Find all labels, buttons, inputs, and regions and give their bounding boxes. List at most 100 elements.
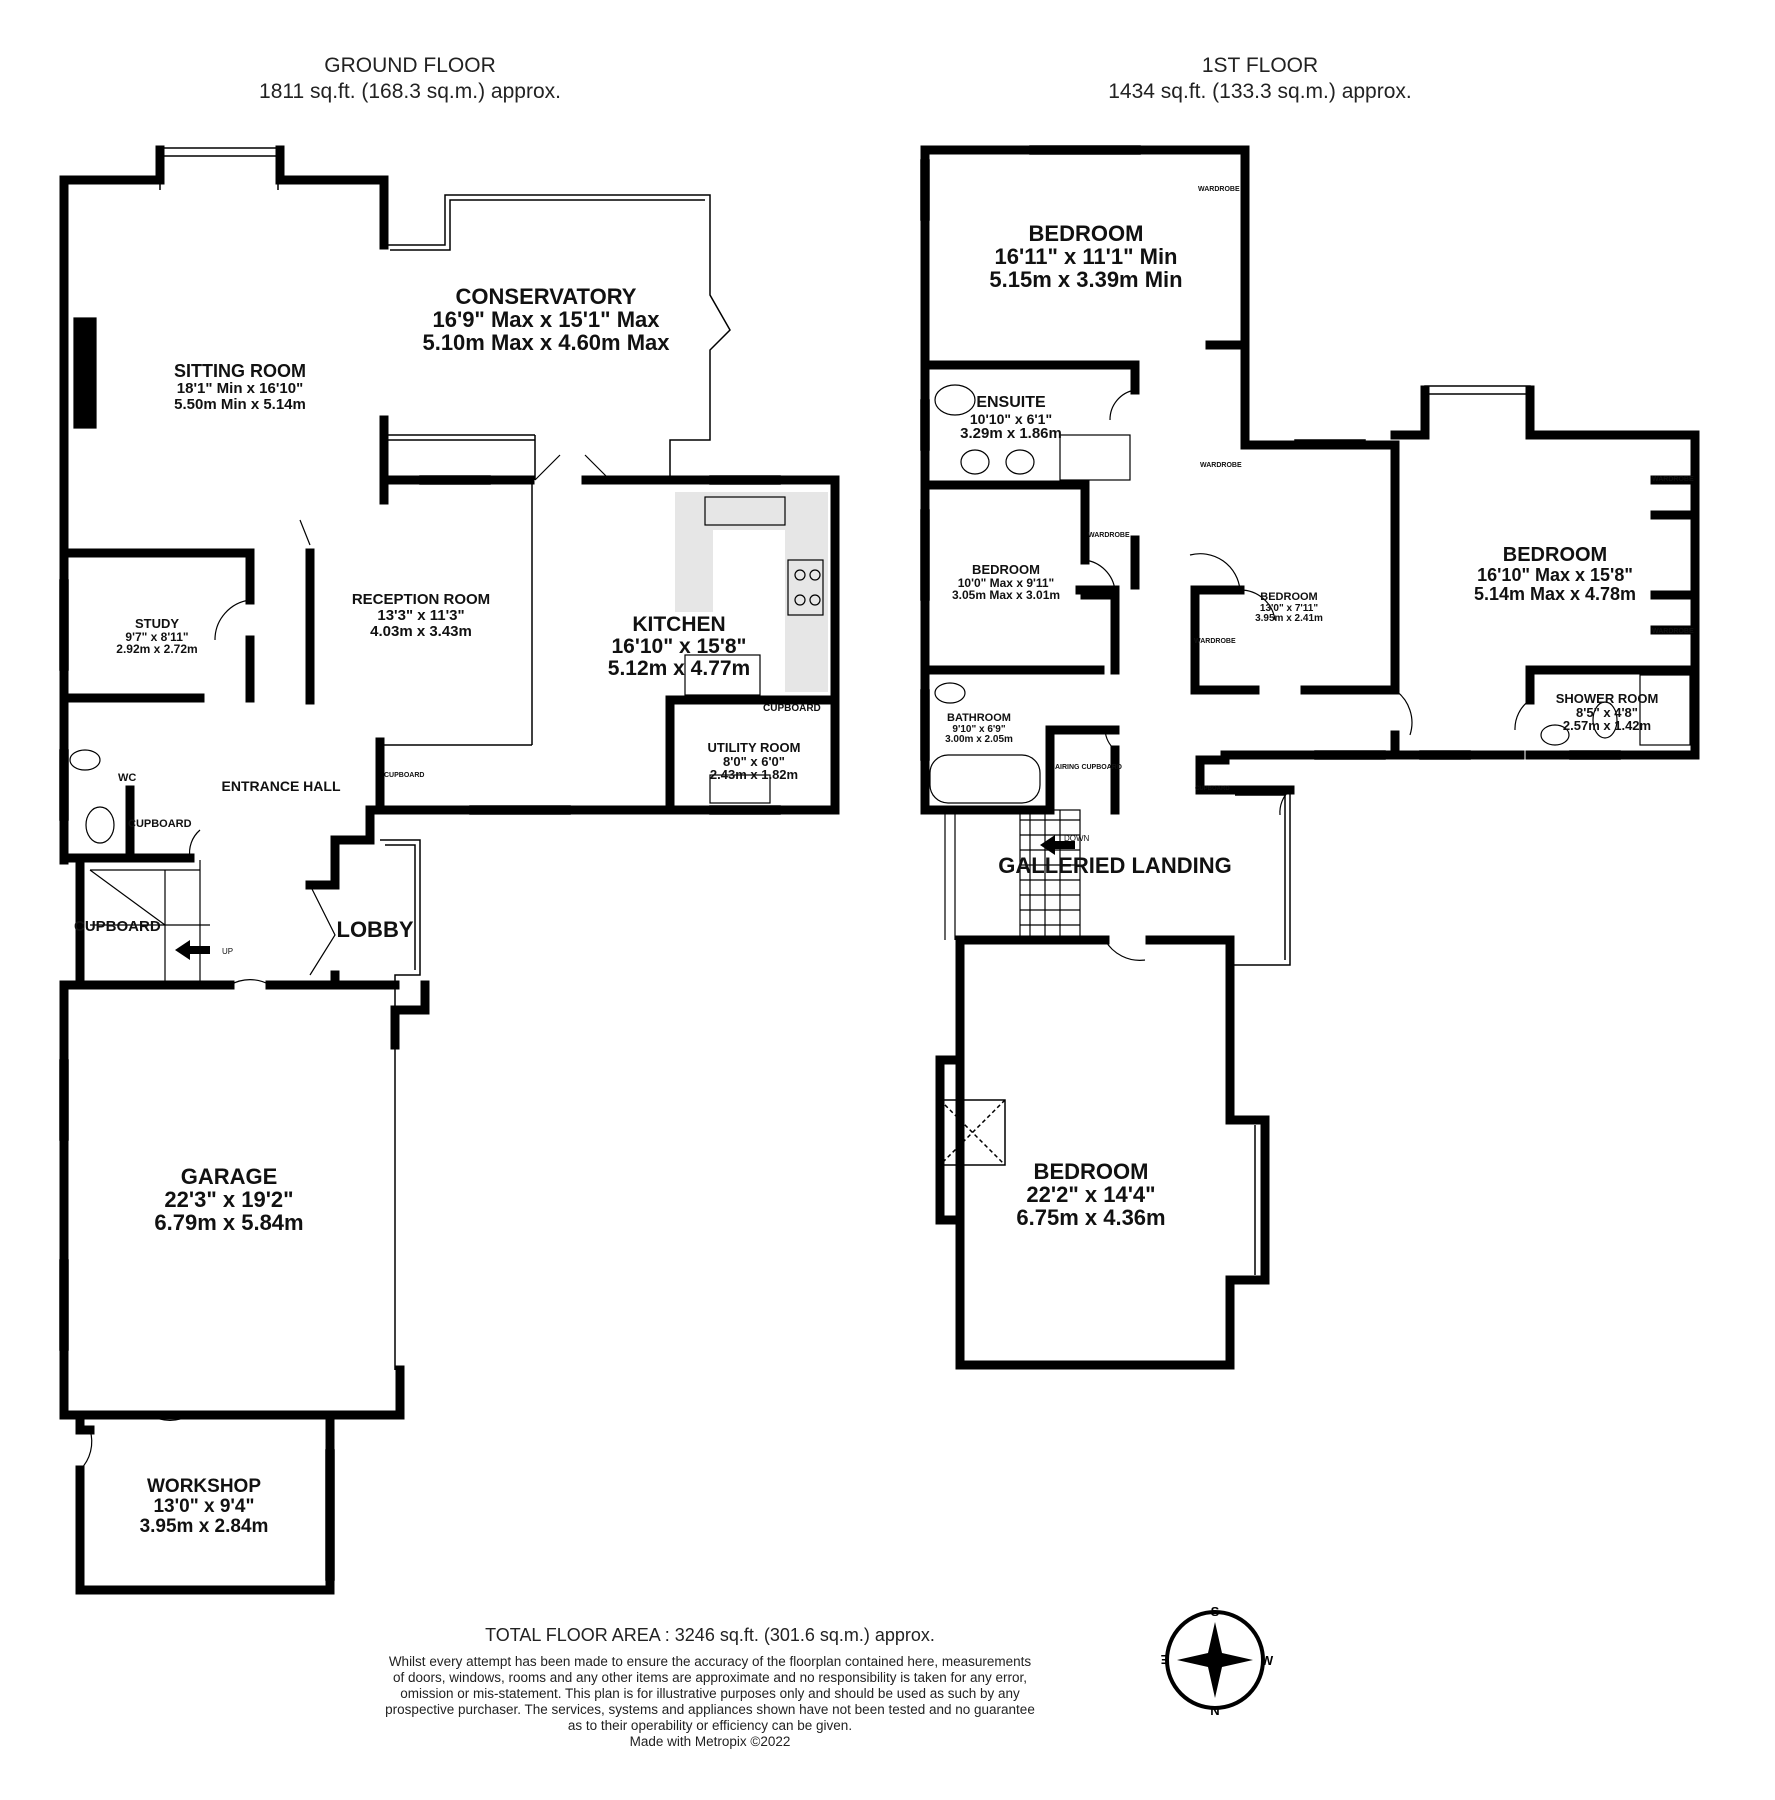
room-name: WORKSHOP — [147, 1476, 261, 1497]
first-floor-title: 1ST FLOOR — [1201, 54, 1319, 77]
room-garage: GARAGE 22'3" x 19'2" 6.79m x 5.84m — [154, 1165, 303, 1234]
room-imperial: 16'10" x 15'8" — [611, 635, 747, 659]
label-cupboard-utility: CUPBOARD — [763, 703, 821, 714]
label-entrance-hall: ENTRANCE HALL — [221, 778, 341, 794]
room-metric: 3.05m Max x 3.01m — [951, 588, 1061, 603]
room-kitchen: KITCHEN 16'10" x 15'8" 5.12m x 4.77m — [607, 613, 751, 681]
disclaimer-line: Whilst every attempt has been made to en… — [388, 1654, 1032, 1669]
label-wardrobe-6: WARDROBE — [1652, 628, 1694, 635]
room-metric: 2.57m x 1.42m — [1562, 718, 1652, 734]
room-metric: 5.14m Max x 4.78m — [1473, 583, 1637, 604]
label-cupboard-reception: CUPBOARD — [384, 772, 425, 779]
ground-floor-area: 1811 sq.ft. (168.3 sq.m.) approx. — [259, 80, 561, 103]
label-cupboard-landing: CUPBOARD — [1195, 786, 1230, 792]
room-name: BEDROOM — [972, 562, 1040, 577]
room-imperial: 13'3" x 11'3" — [377, 606, 465, 624]
room-imperial: 10'10" x 6'1" — [969, 410, 1053, 427]
room-name: STUDY — [134, 616, 180, 631]
room-imperial: 22'3" x 19'2" — [164, 1187, 294, 1213]
room-name: BEDROOM — [1260, 591, 1318, 603]
room-name: CONSERVATORY — [455, 284, 637, 309]
room-name: SITTING ROOM — [174, 361, 306, 381]
room-name: BEDROOM — [1033, 1159, 1149, 1184]
room-metric: 3.95m x 2.84m — [139, 1515, 269, 1537]
first-floor-area: 1434 sq.ft. (133.3 sq.m.) approx. — [1108, 80, 1412, 103]
label-down: DOWN — [1064, 834, 1090, 843]
credit: Made with Metropix ©2022 — [629, 1734, 791, 1749]
room-bathroom: BATHROOM 9'10" x 6'9" 3.00m x 2.05m — [945, 712, 1013, 746]
room-bedroom-2: BEDROOM 10'0" Max x 9'11" 3.05m Max x 3.… — [952, 563, 1060, 602]
room-bedroom-4: BEDROOM 16'10" Max x 15'8" 5.14m Max x 4… — [1474, 545, 1636, 604]
label-cupboard-wc: CUPBOARD — [128, 818, 192, 830]
room-name: BATHROOM — [947, 712, 1011, 724]
room-metric: 6.79m x 5.84m — [154, 1210, 304, 1236]
room-imperial: 9'7" x 8'11" — [125, 629, 189, 644]
first-floor-header: 1ST FLOOR 1434 sq.ft. (133.3 sq.m.) appr… — [1080, 53, 1440, 105]
room-metric: 5.50m Min x 5.14m — [174, 395, 306, 413]
label-wardrobe-5: WARDROBE — [1652, 476, 1694, 483]
room-bedroom-3: BEDROOM 13'0" x 7'11" 3.95m x 2.41m — [1255, 591, 1323, 625]
compass-w: W — [1261, 1653, 1274, 1668]
room-imperial: 16'11" x 11'1" Min — [994, 244, 1178, 270]
label-wardrobe-4: WARDROBE — [1194, 638, 1236, 645]
room-imperial: 16'10" Max x 15'8" — [1477, 565, 1633, 585]
room-name: SHOWER ROOM — [1555, 691, 1659, 706]
room-study: STUDY 9'7" x 8'11" 2.92m x 2.72m — [116, 617, 197, 656]
label-wardrobe-2: WARDROBE — [1200, 462, 1242, 469]
label-up: UP — [222, 947, 234, 956]
room-name: BEDROOM — [1502, 544, 1608, 566]
ground-floor-title: GROUND FLOOR — [324, 54, 496, 77]
label-wardrobe-3: WARDROBE — [1088, 532, 1130, 539]
room-imperial: 13'0" x 7'11" — [1259, 602, 1319, 614]
compass-n: N — [1210, 1703, 1219, 1718]
room-imperial: 16'9" Max x 15'1" Max — [432, 307, 660, 333]
label-wardrobe-1: WARDROBE — [1198, 186, 1240, 193]
room-metric: 3.29m x 1.86m — [960, 425, 1062, 443]
room-imperial: 18'1" Min x 16'10" — [176, 379, 304, 397]
disclaimer-line: prospective purchaser. The services, sys… — [385, 1702, 1035, 1717]
total-floor-area: TOTAL FLOOR AREA : 3246 sq.ft. (301.6 sq… — [485, 1625, 935, 1645]
room-metric: 2.43m x 1.82m — [709, 767, 799, 783]
room-ensuite: ENSUITE 10'10" x 6'1" 3.29m x 1.86m — [960, 394, 1062, 443]
label-galleried-landing: GALLERIED LANDING — [998, 853, 1232, 878]
room-metric: 4.03m x 3.43m — [370, 622, 472, 640]
kitchen-units — [675, 492, 828, 692]
room-reception: RECEPTION ROOM 13'3" x 11'3" 4.03m x 3.4… — [352, 592, 490, 639]
room-imperial: 13'0" x 9'4" — [153, 1495, 255, 1517]
room-metric: 3.00m x 2.05m — [945, 734, 1013, 746]
room-name: ENSUITE — [976, 394, 1046, 411]
room-bedroom-1: BEDROOM 16'11" x 11'1" Min 5.15m x 3.39m… — [989, 222, 1182, 291]
disclaimer-line: omission or mis-statement. This plan is … — [400, 1686, 1020, 1701]
room-shower: SHOWER ROOM 8'5" x 4'8" 2.57m x 1.42m — [1556, 692, 1659, 733]
compass-e: E — [1160, 1652, 1169, 1667]
ground-floor-header: GROUND FLOOR 1811 sq.ft. (168.3 sq.m.) a… — [230, 53, 590, 105]
disclaimer-line: of doors, windows, rooms and any other i… — [392, 1670, 1028, 1685]
room-utility: UTILITY ROOM 8'0" x 6'0" 2.43m x 1.82m — [708, 741, 801, 782]
wall-sitting-west — [59, 145, 165, 865]
label-wc: WC — [118, 772, 137, 784]
room-conservatory: CONSERVATORY 16'9" Max x 15'1" Max 5.10m… — [422, 285, 669, 354]
label-airing-cupboard: AIRING CUPBOARD — [1055, 764, 1122, 771]
compass-icon: S N E W — [1160, 1604, 1274, 1718]
room-name: UTILITY ROOM — [707, 740, 801, 755]
room-name: KITCHEN — [632, 613, 726, 636]
room-imperial: 10'0" Max x 9'11" — [957, 575, 1055, 590]
room-imperial: 22'2" x 14'4" — [1026, 1182, 1156, 1208]
room-sitting-room: SITTING ROOM 18'1" Min x 16'10" 5.50m Mi… — [174, 362, 306, 412]
room-imperial: 8'0" x 6'0" — [723, 753, 785, 769]
room-name: RECEPTION ROOM — [351, 591, 491, 608]
room-imperial: 8'5" x 4'8" — [1576, 704, 1638, 720]
room-name: BEDROOM — [1028, 221, 1144, 246]
room-metric: 5.15m x 3.39m Min — [989, 267, 1183, 293]
room-metric: 5.12m x 4.77m — [607, 657, 751, 681]
room-metric: 6.75m x 4.36m — [1016, 1205, 1166, 1231]
disclaimer: Whilst every attempt has been made to en… — [330, 1654, 1090, 1750]
room-imperial: 9'10" x 6'9" — [952, 723, 1006, 735]
compass-s: S — [1211, 1604, 1220, 1619]
wall-sitting-east — [275, 145, 389, 250]
room-metric: 3.95m x 2.41m — [1255, 613, 1323, 625]
room-metric: 5.10m Max x 4.60m Max — [422, 330, 670, 356]
room-name: GARAGE — [180, 1164, 278, 1189]
disclaimer-line: as to their operability or efficiency ca… — [567, 1718, 853, 1733]
